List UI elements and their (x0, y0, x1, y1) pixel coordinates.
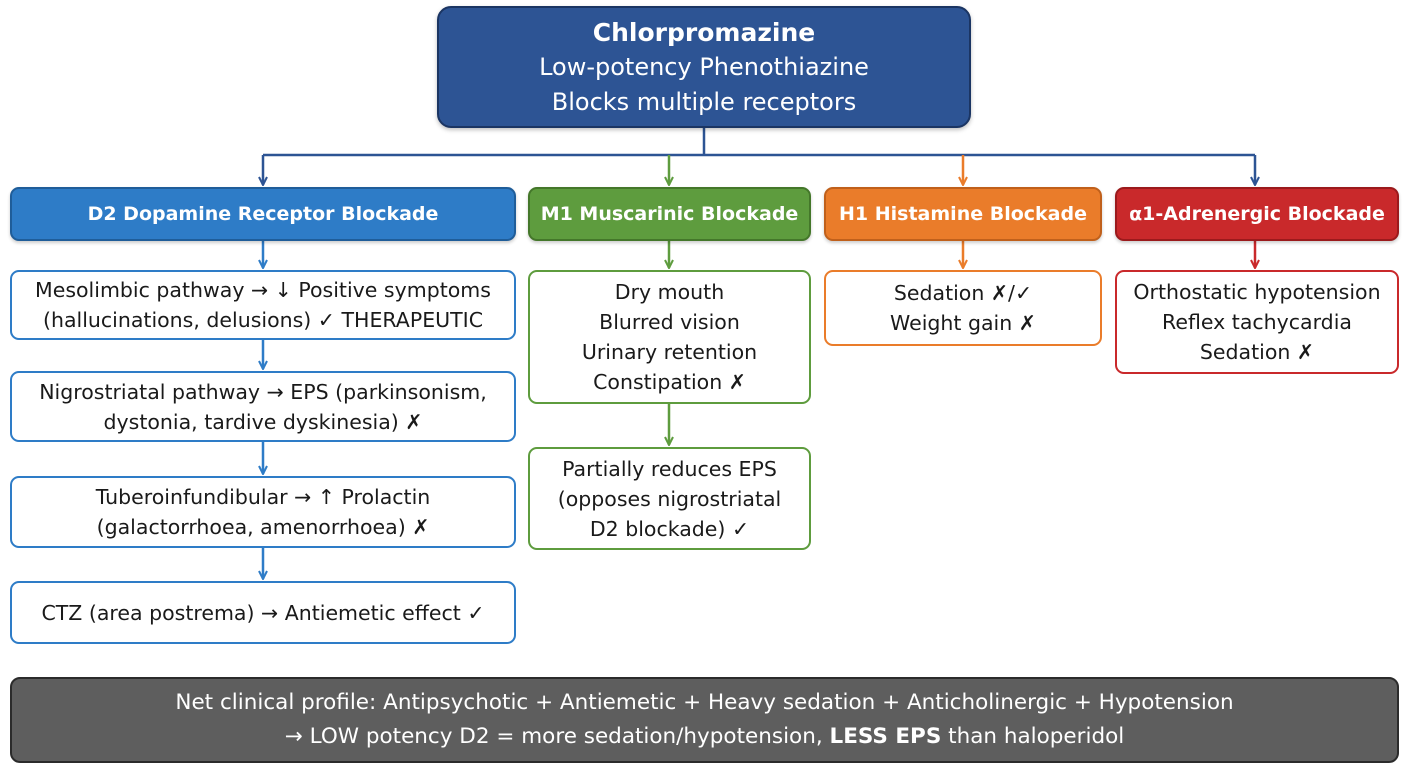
d2-effect-mesolimbic: Mesolimbic pathway → ↓ Positive symptoms… (10, 270, 516, 340)
d2-effect-tuberoinfundibular: Tuberoinfundibular → ↑ Prolactin (galact… (10, 476, 516, 548)
summary-line-1: Net clinical profile: Antipsychotic + An… (175, 690, 1234, 715)
effect-line: Reflex tachycardia (1162, 310, 1352, 334)
effect-line: Urinary retention (581, 340, 758, 364)
h1-header-label: H1 Histamine Blockade (839, 203, 1087, 225)
d2-effect-nigrostriatal: Nigrostriatal pathway → EPS (parkinsonis… (10, 371, 516, 442)
effect-line: (hallucinations, delusions) ✓ THERAPEUTI… (42, 308, 484, 332)
effect-line: Constipation ✗ (593, 370, 746, 394)
net-clinical-profile-summary: Net clinical profile: Antipsychotic + An… (10, 677, 1399, 763)
effect-line: Blurred vision (599, 310, 740, 334)
effect-line: Tuberoinfundibular → ↑ Prolactin (95, 485, 431, 509)
d2-effect-ctz: CTZ (area postrema) → Antiemetic effect … (10, 581, 516, 644)
d2-header-label: D2 Dopamine Receptor Blockade (87, 203, 439, 225)
root-subtitle: Low-potency Phenothiazine (539, 52, 869, 81)
m1-blockade-header: M1 Muscarinic Blockade (528, 187, 811, 241)
effect-line: Dry mouth (614, 280, 725, 304)
effect-line: Sedation ✗ (1199, 340, 1315, 364)
summary-line-2-prefix: → LOW potency D2 = more sedation/hypoten… (284, 724, 830, 749)
m1-header-label: M1 Muscarinic Blockade (540, 203, 799, 225)
effect-line: (opposes nigrostriatal (557, 486, 782, 511)
effect-line: Weight gain ✗ (890, 311, 1036, 335)
effect-line: D2 blockade) ✓ (589, 516, 750, 541)
h1-blockade-header: H1 Histamine Blockade (824, 187, 1102, 241)
summary-less-eps-bold: LESS EPS (829, 724, 942, 749)
effect-line: CTZ (area postrema) → Antiemetic effect … (41, 600, 485, 625)
h1-effect-sedation: Sedation ✗/✓ Weight gain ✗ (824, 270, 1102, 346)
summary-line-2: → LOW potency D2 = more sedation/hypoten… (285, 720, 1124, 754)
a1-effect-hypotension: Orthostatic hypotension Reflex tachycard… (1115, 270, 1399, 374)
effect-line: Orthostatic hypotension (1133, 280, 1381, 304)
effect-line: dystonia, tardive dyskinesia) ✗ (103, 409, 423, 434)
summary-line-2-suffix: than haloperidol (941, 724, 1125, 749)
root-node-chlorpromazine: Chlorpromazine Low-potency Phenothiazine… (437, 6, 971, 128)
root-description: Blocks multiple receptors (551, 87, 857, 116)
m1-effect-anticholinergic: Dry mouth Blurred vision Urinary retenti… (528, 270, 811, 404)
effect-line: Sedation ✗/✓ (893, 281, 1033, 305)
a1-header-label: α1-Adrenergic Blockade (1129, 203, 1385, 225)
root-title: Chlorpromazine (592, 17, 816, 47)
a1-blockade-header: α1-Adrenergic Blockade (1115, 187, 1399, 241)
effect-line: Nigrostriatal pathway → EPS (parkinsonis… (39, 379, 487, 404)
effect-line: (galactorrhoea, amenorrhoea) ✗ (96, 515, 430, 539)
effect-line: Mesolimbic pathway → ↓ Positive symptoms (35, 278, 491, 302)
d2-blockade-header: D2 Dopamine Receptor Blockade (10, 187, 516, 241)
m1-effect-reduces-eps: Partially reduces EPS (opposes nigrostri… (528, 447, 811, 550)
effect-line: Partially reduces EPS (562, 456, 777, 481)
